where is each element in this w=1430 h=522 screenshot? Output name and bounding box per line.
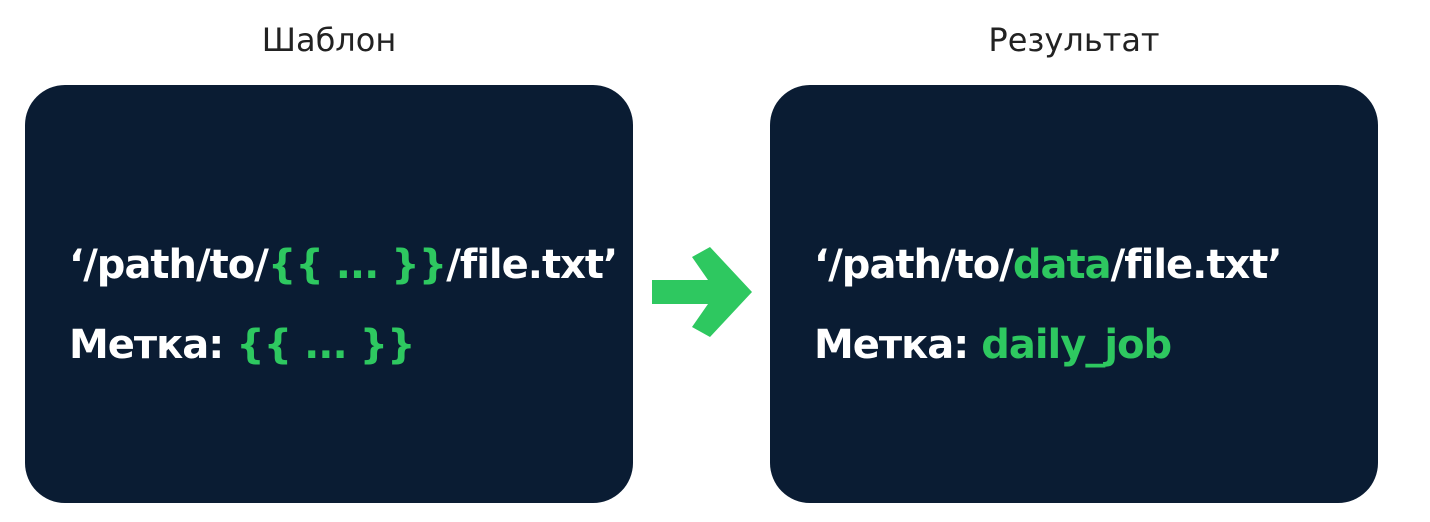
- result-path-value: data: [1012, 242, 1112, 288]
- result-label-value: daily_job: [981, 322, 1172, 368]
- template-path-placeholder: {{ ... }}: [267, 242, 447, 288]
- result-path-suffix: /file.txt’: [1110, 242, 1283, 288]
- result-label-key: Метка:: [814, 322, 969, 368]
- result-title: Результат: [988, 21, 1160, 59]
- template-label-key: Метка:: [69, 322, 224, 368]
- template-title: Шаблон: [261, 21, 397, 59]
- result-card: ‘/path/to/data/file.txt’ Метка: daily_jo…: [770, 85, 1378, 503]
- template-path-prefix: ‘/path/to/: [69, 242, 269, 288]
- result-path-prefix: ‘/path/to/: [814, 242, 1014, 288]
- result-path-line: ‘/path/to/data/file.txt’: [814, 241, 1283, 289]
- arrow-right-icon: [652, 247, 752, 337]
- template-path-suffix: /file.txt’: [446, 242, 618, 288]
- result-label-line: Метка: daily_job: [814, 321, 1172, 369]
- template-label-placeholder: {{ ... }}: [236, 322, 415, 368]
- template-label-line: Метка: {{ ... }}: [69, 321, 416, 369]
- template-path-line: ‘/path/to/{{ ... }}/file.txt’: [69, 241, 618, 289]
- template-card: ‘/path/to/{{ ... }}/file.txt’ Метка: {{ …: [25, 85, 633, 503]
